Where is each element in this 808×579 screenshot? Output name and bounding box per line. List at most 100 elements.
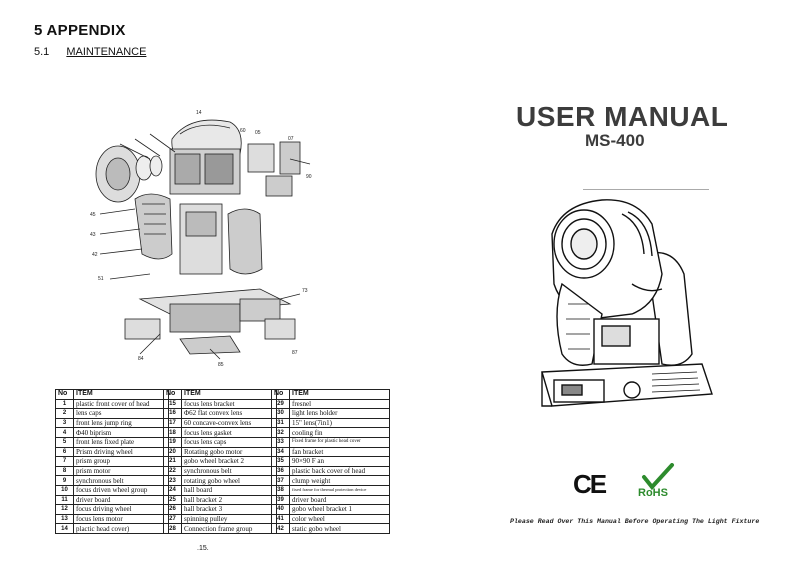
part-number: 18 xyxy=(163,427,182,438)
exploded-view-drawing: 14 60 05 07 90 45 43 42 51 73 84 85 87 xyxy=(90,110,312,368)
part-name: 90×90 F an xyxy=(289,456,390,467)
part-name: Rotating gobo motor xyxy=(181,446,277,458)
svg-text:84: 84 xyxy=(138,356,144,362)
part-name: Φ40 biprism xyxy=(73,427,169,438)
part-number: 38 xyxy=(271,484,290,496)
part-number: 15 xyxy=(163,398,182,410)
part-name: Φ62 flat convex lens xyxy=(181,408,277,419)
part-name: hall bracket 3 xyxy=(181,504,277,515)
part-number: 25 xyxy=(163,494,182,506)
header-no: No xyxy=(55,389,74,400)
part-name: rotating gobo wheel xyxy=(181,475,277,486)
part-number: 34 xyxy=(271,446,290,458)
section-title: 5 APPENDIX xyxy=(34,22,126,39)
svg-text:90: 90 xyxy=(306,174,312,180)
header-no: No xyxy=(271,389,290,400)
part-name: synchronous belt xyxy=(73,475,169,486)
part-name: lens caps xyxy=(73,408,169,419)
svg-text:14: 14 xyxy=(196,110,202,116)
part-number: 30 xyxy=(271,408,290,419)
part-name: gobo wheel bracket 2 xyxy=(181,456,277,467)
part-name: 15" lens(7in1) xyxy=(289,417,390,429)
part-number: 32 xyxy=(271,427,290,438)
part-name: hall bracket 2 xyxy=(181,494,277,506)
svg-text:42: 42 xyxy=(92,252,98,258)
part-name: focus lens bracket xyxy=(181,398,277,410)
part-number: 19 xyxy=(163,436,182,448)
part-name: fan bracket xyxy=(289,446,390,458)
part-name: 60 concave-convex lens xyxy=(181,417,277,429)
part-name: front lens jump ring xyxy=(73,417,169,429)
part-number: 8 xyxy=(55,465,74,477)
header-no: No xyxy=(163,389,182,400)
part-name: focus lens motor xyxy=(73,513,169,525)
manual-title: USER MANUAL xyxy=(516,101,729,132)
ce-mark: CE xyxy=(573,469,607,500)
part-number: 6 xyxy=(55,446,74,458)
part-number: 7 xyxy=(55,456,74,467)
part-name: focus lens gasket xyxy=(181,427,277,438)
part-number: 20 xyxy=(163,446,182,458)
safety-notice: Please Read Over This Manual Before Oper… xyxy=(510,518,760,525)
part-number: 40 xyxy=(271,504,290,515)
rohs-label: RoHS xyxy=(638,487,668,499)
header-item: ITEM xyxy=(181,389,277,400)
svg-text:43: 43 xyxy=(90,232,96,238)
part-number: 31 xyxy=(271,417,290,429)
subsection-heading: 5.1 MAINTENANCE xyxy=(34,46,146,58)
part-name: focus driving wheel xyxy=(73,504,169,515)
rohs-badge: RoHS xyxy=(636,463,676,503)
part-number: 13 xyxy=(55,513,74,525)
part-name: prism motor xyxy=(73,465,169,477)
part-number: 21 xyxy=(163,456,182,467)
part-number: 35 xyxy=(271,456,290,467)
table-header-row: No ITEM xyxy=(271,389,390,400)
part-number: 29 xyxy=(271,398,290,410)
part-name: spinning pulley xyxy=(181,513,277,525)
part-number: 26 xyxy=(163,504,182,515)
part-number: 27 xyxy=(163,513,182,525)
part-name: hall board xyxy=(181,484,277,496)
part-number: 23 xyxy=(163,475,182,486)
part-name: Fixed frame for plastic head cover xyxy=(289,436,390,448)
part-name: plastic front cover of head xyxy=(73,398,169,410)
part-name: Prism driving wheel xyxy=(73,446,169,458)
part-number: 42 xyxy=(271,523,290,534)
model-name: MS-400 xyxy=(585,131,645,150)
part-number: 33 xyxy=(271,436,290,448)
header-item: ITEM xyxy=(73,389,169,400)
part-number: 24 xyxy=(163,484,182,496)
part-number: 12 xyxy=(55,504,74,515)
part-name: clump weight xyxy=(289,475,390,486)
table-header-row: No ITEM xyxy=(163,389,277,400)
part-number: 9 xyxy=(55,475,74,486)
